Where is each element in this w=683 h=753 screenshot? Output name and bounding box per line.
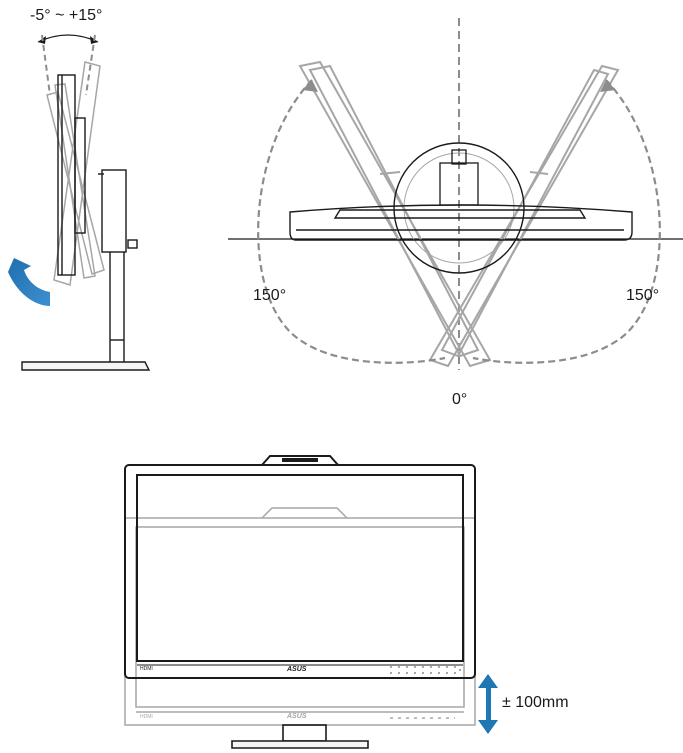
swivel-arm-ghost bbox=[298, 60, 620, 368]
swivel-top-view bbox=[228, 18, 683, 370]
height-range-label: ± 100mm bbox=[502, 694, 569, 711]
stand-front bbox=[231, 724, 369, 749]
stand-base-inner bbox=[403, 152, 515, 264]
height-adjust-arrow bbox=[478, 674, 498, 734]
hdmi-label-ghost: HDMI bbox=[140, 714, 153, 720]
swivel-center-label: 0° bbox=[452, 391, 468, 408]
front-view bbox=[124, 455, 498, 749]
stand-side bbox=[21, 169, 151, 371]
upright-panel bbox=[57, 74, 86, 276]
brand-logo-ghost: ASUS bbox=[287, 713, 307, 720]
tilt-limit-line-front bbox=[85, 34, 96, 96]
brand-logo: ASUS bbox=[287, 666, 307, 673]
tilt-range-arc bbox=[37, 34, 99, 43]
lowered-monitor-ghost bbox=[124, 507, 476, 726]
monitor-front bbox=[124, 464, 476, 679]
stand-base-circle bbox=[393, 142, 525, 274]
swivel-right-label: 150° bbox=[626, 287, 660, 304]
swivel-left-label: 150° bbox=[253, 287, 287, 304]
tilt-direction-arrow bbox=[8, 258, 50, 306]
swivel-arc-left bbox=[257, 79, 446, 364]
tilt-side-view bbox=[8, 34, 151, 371]
swivel-arrowhead-right bbox=[600, 80, 616, 92]
swivel-arc-right bbox=[472, 79, 661, 364]
monitor-top-outline bbox=[289, 204, 633, 241]
webcam-lens-bar bbox=[282, 458, 318, 462]
tilt-range-label: -5° ~ +15° bbox=[30, 7, 103, 24]
hdmi-label: HDMI bbox=[140, 666, 153, 672]
swivel-arrowhead-left bbox=[302, 80, 318, 92]
tilt-limit-line-back bbox=[41, 34, 51, 96]
